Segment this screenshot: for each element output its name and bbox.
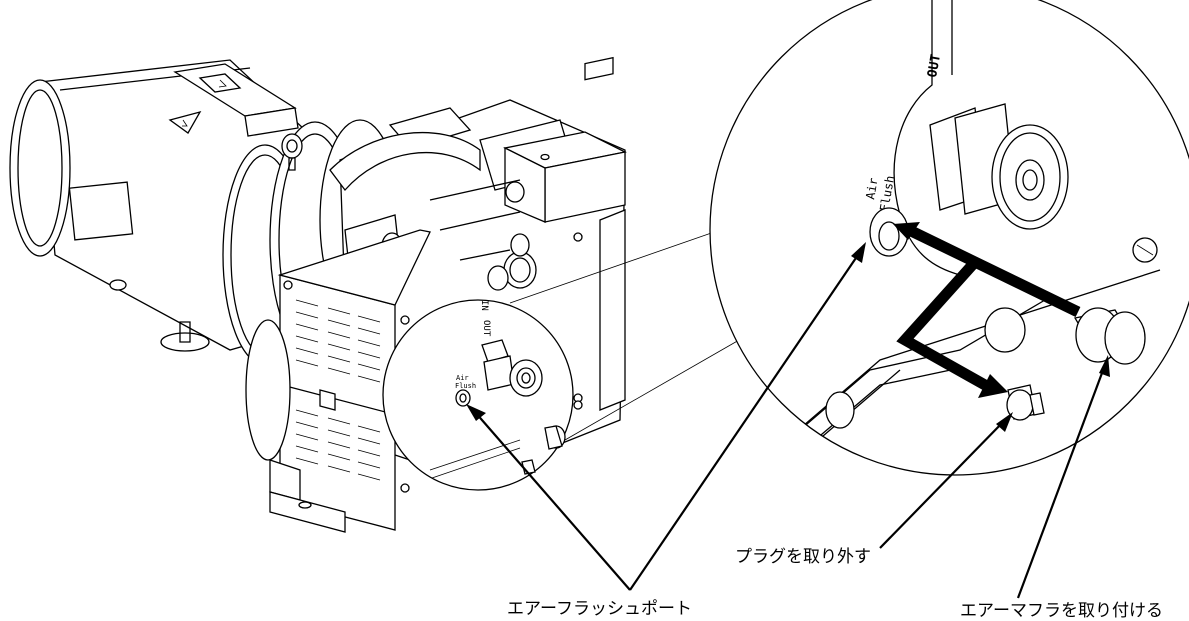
in-label-small: IN xyxy=(479,300,489,311)
out-label: OUT xyxy=(925,53,944,79)
detail-circle-small: IN OUT Air Flush xyxy=(382,299,583,493)
air-flush-port-small xyxy=(455,389,471,407)
leader-arrowhead-icon xyxy=(466,404,486,421)
pump-assembly: IN OUT Air Flush xyxy=(9,56,627,533)
vent-slots xyxy=(295,299,381,481)
eye-bolt xyxy=(281,133,303,171)
leader-arrowhead-icon xyxy=(851,242,866,263)
terminal-box xyxy=(173,63,299,137)
arrow-to-plug-icon xyxy=(978,374,1008,398)
display-window xyxy=(584,56,614,81)
callout-leaders xyxy=(466,242,1110,599)
motor-foot xyxy=(109,279,210,352)
detail-connector-lines xyxy=(509,229,761,441)
flush-label: Flush xyxy=(877,175,897,213)
arrow-to-port-icon xyxy=(893,222,920,240)
leader-arrowhead-icon xyxy=(1099,355,1110,377)
leader-arrowhead-icon xyxy=(996,412,1013,432)
pump-base xyxy=(245,319,346,533)
procedure-arrows xyxy=(893,222,1081,398)
air-label: Air xyxy=(863,177,881,201)
remove-plug-callout: プラグを取り外す xyxy=(735,547,871,567)
flush-label-small: Flush xyxy=(455,382,476,390)
install-muffler-callout: エアーマフラを取り付ける xyxy=(960,601,1163,621)
out-label-small: OUT xyxy=(481,320,491,337)
air-flush-port-callout: エアーフラッシュポート xyxy=(507,599,692,619)
vent-panel xyxy=(277,229,431,531)
air-label-small: Air xyxy=(456,374,469,382)
side-plate xyxy=(573,209,626,411)
detail-circle-large: OUT Air Flush xyxy=(709,0,1189,476)
